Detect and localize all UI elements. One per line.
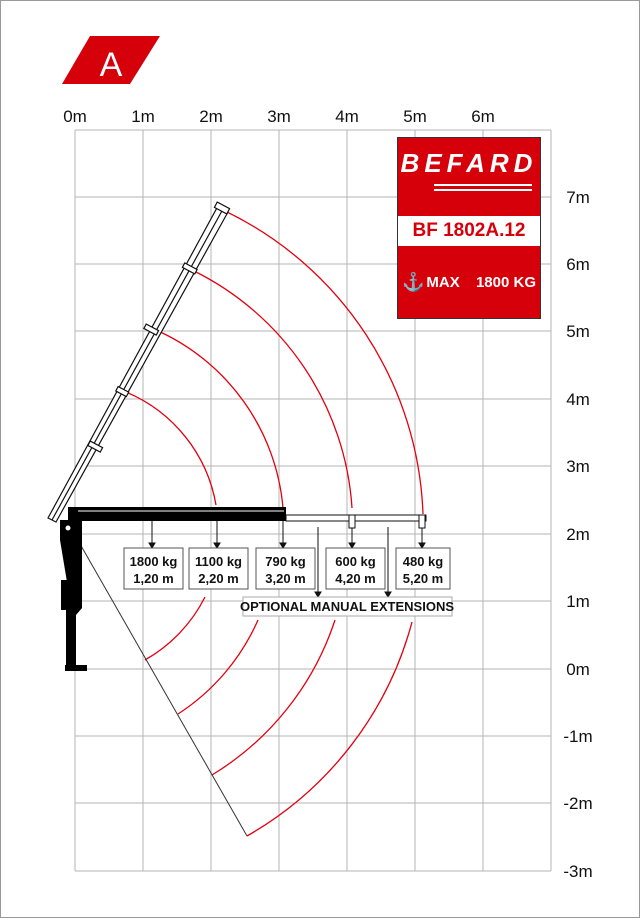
model-name: BF 1802A.12 [398, 216, 540, 246]
load-weight: 1100 kg [195, 554, 242, 569]
load-reach: 2,20 m [198, 571, 238, 586]
y-tick-label: 0m [566, 660, 590, 679]
reach-arc-lower-2 [177, 619, 259, 715]
x-tick-label: 6m [471, 107, 495, 126]
x-tick-label: 5m [403, 107, 427, 126]
load-box: 480 kg 5,20 m [395, 547, 451, 590]
reach-arc-3 [191, 269, 353, 509]
lower-limit-line [71, 529, 248, 837]
raised-boom [47, 201, 231, 523]
reach-arcs [125, 210, 424, 837]
load-reach: 1,20 m [133, 571, 173, 586]
y-tick-label: 3m [566, 457, 590, 476]
load-reach: 4,20 m [335, 571, 375, 586]
optional-extensions-box [242, 596, 453, 617]
y-tick-label: -1m [563, 727, 592, 746]
section-badge: A [100, 46, 123, 84]
y-tick-label: -2m [563, 794, 592, 813]
load-weight: 480 kg [403, 554, 444, 569]
y-tick-label: 4m [566, 390, 590, 409]
brand-name: BEFARD [400, 148, 538, 178]
reach-arc-lower-4 [246, 621, 413, 837]
y-tick-label: -3m [563, 862, 592, 881]
max-label: MAX [426, 274, 460, 291]
load-box: 790 kg 3,20 m [255, 547, 316, 590]
y-tick-label: 6m [566, 255, 590, 274]
load-box: 600 kg 4,20 m [325, 547, 386, 590]
x-tick-label: 0m [63, 107, 87, 126]
load-weight: 790 kg [265, 554, 306, 569]
reach-arc-lower-3 [211, 619, 336, 776]
reach-arc-2 [155, 329, 284, 509]
horizontal-boom [60, 507, 427, 671]
y-tick-label: 7m [566, 188, 590, 207]
load-arrows [148, 521, 426, 598]
x-tick-label: 2m [199, 107, 223, 126]
load-weight: 1800 kg [130, 554, 178, 569]
x-tick-label: 1m [131, 107, 155, 126]
hook-icon: ⚓ [402, 272, 425, 292]
optional-extensions-label: OPTIONAL MANUAL EXTENSIONS [240, 599, 454, 614]
y-tick-label: 1m [566, 592, 590, 611]
reach-arc-lower-1 [144, 596, 206, 661]
y-tick-label: 5m [566, 322, 590, 341]
load-weight: 600 kg [335, 554, 376, 569]
section-badge-shape [62, 36, 160, 84]
load-box: 1800 kg 1,20 m [123, 547, 184, 590]
reach-arc-4 [224, 210, 424, 515]
max-value: 1800 KG [475, 274, 536, 291]
load-reach: 5,20 m [403, 571, 443, 586]
reach-arc-1 [125, 391, 217, 506]
y-tick-label: 2m [566, 525, 590, 544]
load-reach: 3,20 m [265, 571, 305, 586]
load-box: 1100 kg 2,20 m [188, 547, 249, 590]
x-tick-label: 3m [267, 107, 291, 126]
brand-box: BEFARD BF 1802A.12 ⚓ MAX 1800 KG [397, 137, 541, 319]
x-tick-label: 4m [335, 107, 359, 126]
